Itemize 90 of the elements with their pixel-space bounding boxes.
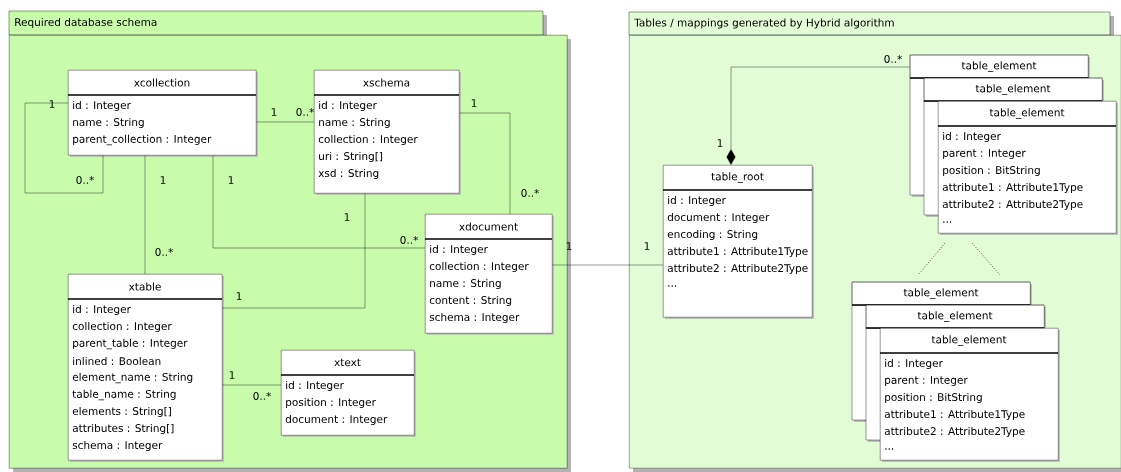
attribute-text: ...: [885, 448, 894, 450]
attribute-text: id : Integer: [885, 358, 943, 370]
multiplicity-label: 0..*: [76, 176, 94, 184]
attribute-text: id : Integer: [319, 100, 377, 112]
class-name: xcollection: [134, 78, 190, 87]
attribute-text: collection : Integer: [429, 261, 529, 273]
attribute-text: content : String: [429, 295, 512, 307]
class-name: table_element: [975, 84, 1051, 95]
attribute-text: parent : Integer: [885, 376, 968, 386]
association-line: [212, 155, 426, 249]
multiplicity-label: 1: [717, 139, 723, 147]
class-name: table_element: [989, 108, 1065, 119]
multiplicity-label: 1: [471, 99, 477, 107]
multiplicity-label: 1: [566, 242, 572, 250]
attribute-text: attribute2 : Attribute2Type: [667, 263, 808, 275]
attribute-text: uri : String[]: [319, 151, 383, 163]
attribute-text: attribute2 : Attribute2Type: [884, 426, 1025, 438]
class-name: table_root: [711, 172, 764, 183]
class-box: [67, 70, 258, 157]
multiplicity-label: 0..*: [521, 189, 539, 197]
attribute-text: parent_collection : Integer: [73, 134, 212, 146]
attribute-text: elements : String[]: [72, 406, 171, 418]
association-line: [222, 193, 366, 309]
node-label: Required database schema: [15, 17, 157, 29]
multiplicity-label: 0..*: [884, 55, 902, 63]
attribute-text: attribute1 : Attribute1Type: [667, 246, 808, 258]
class-box: [313, 70, 461, 195]
multiplicity-label: 1: [228, 176, 234, 184]
attribute-text: attribute1 : Attribute1Type: [884, 409, 1025, 421]
attribute-text: element_name : String: [72, 372, 193, 384]
class-box: [67, 274, 224, 462]
association-line: [256, 121, 315, 123]
attribute-text: id : Integer: [430, 244, 488, 256]
attribute-text: attribute1 : Attribute1Type: [942, 182, 1083, 194]
attribute-text: schema : Integer: [429, 312, 520, 324]
attribute-text: ...: [668, 285, 677, 287]
attribute-text: name : String: [319, 117, 390, 129]
attribute-text: position : Integer: [286, 397, 376, 409]
multiplicity-label: 1: [271, 108, 277, 116]
attribute-text: table_name : String: [72, 389, 176, 401]
attribute-text: attributes : String[]: [72, 423, 174, 435]
attribute-text: parent : Integer: [943, 149, 1026, 159]
class-name: table_element: [931, 335, 1007, 346]
association-line: [552, 264, 664, 266]
node-label: Tables / mappings generated by Hybrid algorithm: [634, 18, 894, 29]
multiplicity-label: 1: [644, 242, 650, 250]
association-line: [726, 66, 911, 165]
attribute-text: id : Integer: [286, 380, 344, 392]
attribute-text: ...: [943, 221, 952, 223]
attribute-text: xsd : String: [318, 168, 379, 180]
class-name: xtext: [334, 358, 361, 367]
association-line: [24, 102, 104, 194]
class-name: xschema: [363, 78, 410, 87]
multiplicity-label: 0..*: [253, 392, 271, 400]
association-line: [144, 155, 146, 275]
multiplicity-label: 1: [229, 371, 235, 379]
attribute-text: id : Integer: [668, 195, 726, 207]
attribute-text: name : String: [430, 278, 501, 290]
association-line: [222, 384, 282, 386]
attribute-text: document : Integer: [667, 212, 770, 224]
attribute-text: name : String: [73, 117, 144, 129]
class-box: [662, 165, 814, 319]
multiplicity-label: 1: [236, 292, 242, 300]
attribute-text: id : Integer: [73, 304, 131, 316]
attribute-text: collection : Integer: [72, 321, 172, 333]
class-name: xtable: [128, 282, 161, 291]
attribute-text: schema : Integer: [72, 440, 163, 452]
attribute-text: encoding : String: [667, 229, 758, 241]
attribute-text: document : Integer: [285, 414, 388, 426]
attribute-text: id : Integer: [73, 100, 131, 112]
attribute-text: parent_table : Integer: [73, 338, 188, 350]
multiplicity-label: 0..*: [155, 248, 173, 256]
multiplicity-label: 0..*: [296, 108, 314, 116]
attribute-text: position : BitString: [943, 165, 1040, 177]
class-name: table_element: [917, 311, 993, 322]
attribute-text: position : BitString: [885, 392, 982, 404]
multiplicity-label: 0..*: [400, 236, 418, 244]
attribute-text: inlined : Boolean: [73, 356, 161, 366]
multiplicity-label: 1: [160, 176, 166, 184]
attribute-text: id : Integer: [943, 131, 1001, 143]
multiplicity-label: 1: [49, 100, 55, 108]
class-name: xdocument: [459, 222, 518, 231]
class-box: [280, 350, 416, 437]
class-name: table_element: [961, 61, 1037, 72]
class-box: [424, 214, 554, 335]
attribute-text: collection : Integer: [318, 134, 418, 146]
multiplicity-label: 1: [344, 213, 350, 221]
attribute-text: attribute2 : Attribute2Type: [942, 199, 1083, 211]
association-line: [459, 112, 511, 215]
class-name: table_element: [903, 288, 979, 299]
